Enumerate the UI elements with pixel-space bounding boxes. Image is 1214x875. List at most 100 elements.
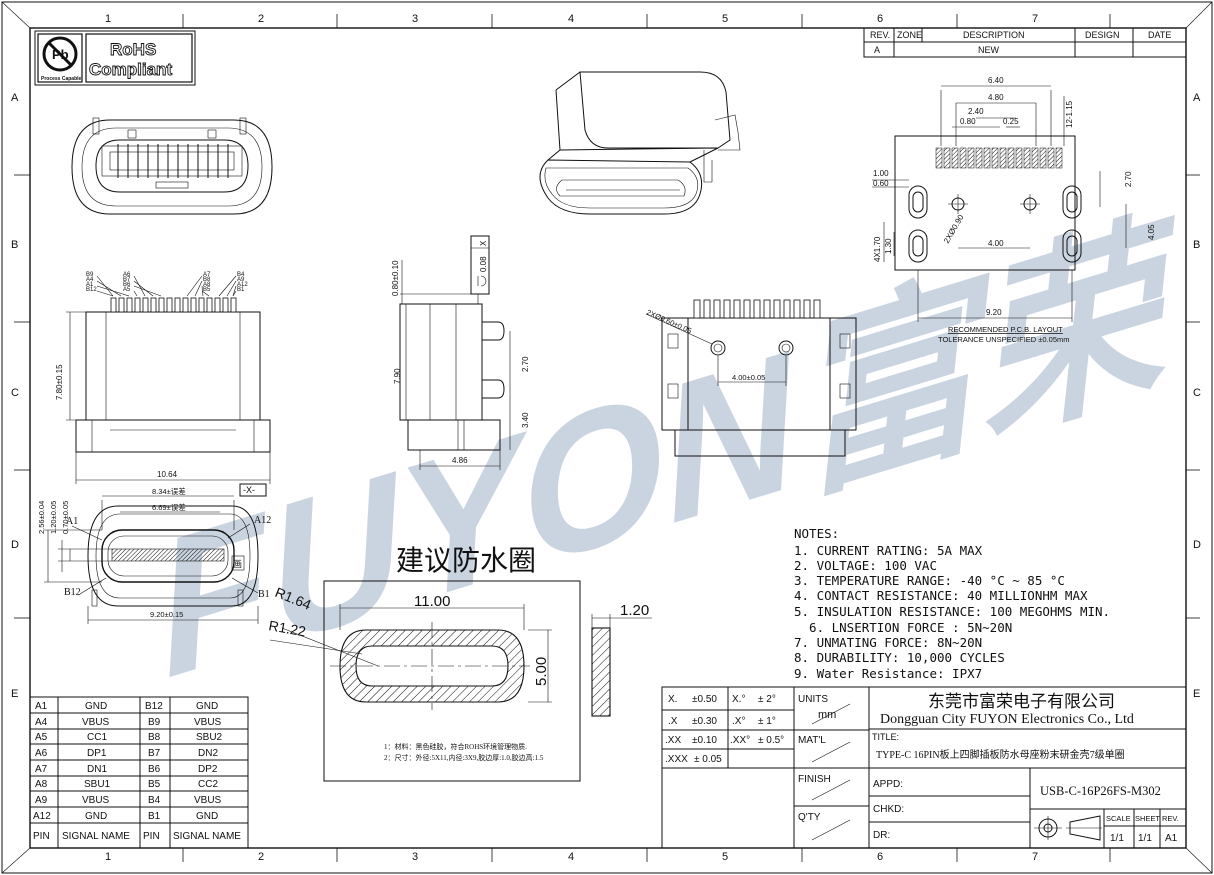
pin-table: A1 GND B12 GND A4 VBUS B9 VBUS A5 CC1 B8… (29, 696, 249, 849)
tol-r0-c1: ±0.50 (692, 694, 717, 705)
tol-r3-c1: ± 0.05 (694, 754, 722, 765)
seal-dim-length: 11.00 (414, 593, 450, 610)
zone-grid: 1 2 3 4 5 6 7 1 2 3 4 5 6 7 A B C D E A … (11, 13, 1201, 863)
zone-row-e-right: E (1193, 688, 1200, 700)
notes: NOTES: 1. CURRENT RATING: 5A MAX 2. VOLT… (794, 526, 1110, 681)
side-dim-790: 7.90 (393, 368, 402, 384)
pcb-dim-400: 4.00 (988, 239, 1004, 248)
top-datum-x: -X- (243, 485, 255, 495)
rohs-badge-text: Process Capable (41, 76, 82, 82)
units-label: UNITS (798, 694, 828, 705)
pcb-layout: 6.40 4.80 2.40 0.80 0.25 12-1.15 1.00 0.… (872, 76, 1156, 344)
tol-r0-c2: X.° (732, 694, 745, 705)
front-pin-b1: B1 (237, 287, 245, 293)
pin-r2-c3: SBU2 (196, 732, 223, 743)
third-angle-projection-icon (1034, 815, 1102, 841)
note-5: 5. INSULATION RESISTANCE: 100 MEGOHMS MI… (794, 604, 1110, 619)
pin-r0-c2: B12 (145, 701, 163, 712)
scale-label: SCALE (1106, 814, 1131, 823)
tol-r0-c0: X. (668, 694, 677, 705)
seal-dim-height: 5.00 (533, 657, 550, 686)
top-view: 画 8.34±误差 6.69±误差 -X- 2.56±0.04 1.20±0.0… (37, 483, 271, 624)
front-pin-a6: A6 (123, 272, 131, 278)
note-4: 4. CONTACT RESISTANCE: 40 MILLIONHM MAX (794, 588, 1088, 603)
pin-r5-c1: SBU1 (84, 779, 111, 790)
pin-header-pin-2: PIN (143, 831, 160, 842)
pin-r0-c0: A1 (35, 701, 48, 712)
finish-label: FINISH (798, 774, 831, 785)
pin-r3-c2: B7 (148, 748, 161, 759)
front-pin-a5: A5 (123, 287, 131, 293)
top-label-b12: B12 (64, 587, 81, 598)
pin-r1-c0: A4 (35, 717, 48, 728)
zone-row-a-left: A (11, 92, 19, 104)
zone-col-6-top: 6 (877, 13, 883, 25)
tol-r2-c2: .XX° (730, 735, 750, 746)
seal-note-1: 1：材料：黑色硅胶，符合ROHS环境管理物质. (384, 742, 527, 751)
seal-note-2: 2：尺寸：外径:5X11,内径:3X9,胶边厚:1.0,胶边高:1.5 (384, 753, 544, 762)
rohs-label-line2: Compliant (89, 60, 172, 79)
pin-r7-c0: A12 (33, 811, 51, 822)
top-dim-669: 6.69±误差 (152, 502, 186, 512)
pcb-tolerance: TOLERANCE UNSPECIFIED ±0.05mm (938, 335, 1070, 344)
front-pin-b6: B6 (123, 282, 131, 288)
front-pin-a12: A12 (237, 282, 248, 288)
bottom-dim-pitch: 4.00±0.05 (732, 373, 765, 382)
tol-r2-c0: .XX (665, 735, 681, 746)
zone-col-2-bottom: 2 (258, 851, 264, 863)
rev-label: REV. (1162, 814, 1179, 823)
qty-label: Q'TY (798, 812, 821, 823)
zone-row-c-right: C (1193, 387, 1201, 399)
front-pin-b8: B8 (203, 277, 211, 283)
connector-3d-view (539, 71, 741, 215)
rev-row-rev: A (874, 45, 880, 55)
note-8: 8. DURABILITY: 10,000 CYCLES (794, 650, 1005, 665)
top-label-a12: A12 (254, 515, 271, 526)
rohs-label-line1: RoHS (110, 40, 156, 59)
top-dim-120: 1.20±0.05 (49, 501, 58, 534)
pin-r6-c3: VBUS (194, 795, 222, 806)
zone-col-3-top: 3 (412, 13, 418, 25)
pin-r5-c3: CC2 (198, 779, 218, 790)
pcb-caption: RECOMMENDED P.C.B. LAYOUT (948, 325, 1063, 334)
pin-r4-c3: DP2 (198, 764, 218, 775)
svg-text:Pb: Pb (52, 47, 69, 62)
zone-row-b-right: B (1193, 239, 1200, 251)
note-1: 1. CURRENT RATING: 5A MAX (794, 543, 983, 558)
pcb-dim-405: 4.05 (1147, 224, 1156, 240)
zone-row-a-right: A (1193, 92, 1201, 104)
tol-r1-c3: ± 1° (758, 716, 776, 727)
seal-drawing: 建议防水圈 11.00 5.00 1.20 R1.64 R1.22 1：材料：黑… (267, 544, 652, 782)
top-label-a1: A1 (66, 516, 78, 527)
zone-row-b-left: B (11, 239, 18, 251)
rev-header-rev: REV. (870, 30, 890, 40)
pin-r0-c3: GND (196, 701, 218, 712)
zone-row-c-left: C (11, 387, 19, 399)
tol-r2-c3: ± 0.5° (758, 735, 784, 746)
zone-col-1-bottom: 1 (105, 851, 111, 863)
top-dim-256: 2.56±0.04 (37, 501, 46, 534)
zone-row-d-left: D (11, 539, 19, 551)
pin-r6-c2: B4 (148, 795, 161, 806)
pin-r4-c1: DN1 (87, 764, 107, 775)
zone-col-5-bottom: 5 (722, 851, 728, 863)
pin-r0-c1: GND (85, 701, 107, 712)
pcb-dim-060: 0.60 (873, 179, 889, 188)
front-pin-b7: B7 (123, 277, 131, 283)
pcb-dim-080: 0.80 (960, 117, 976, 126)
chkd-label: CHKD: (873, 804, 904, 815)
zone-col-7-bottom: 7 (1032, 851, 1038, 863)
part-number: USB-C-16P26FS-M302 (1040, 784, 1161, 798)
pin-header-signal-1: SIGNAL NAME (62, 831, 130, 842)
pin-r4-c0: A7 (35, 764, 48, 775)
rev-header-date: DATE (1148, 30, 1171, 40)
flatness-icon (480, 275, 487, 287)
pcb-dim-100: 1.00 (873, 169, 889, 178)
rev-header-zone: ZONE (897, 30, 922, 40)
zone-col-4-bottom: 4 (568, 851, 574, 863)
front-pin-a7: A7 (203, 272, 211, 278)
revision-table: REV. ZONE DESCRIPTION DESIGN DATE A NEW (863, 27, 1187, 58)
zone-row-d-right: D (1193, 539, 1201, 551)
note-9: 9. Water Resistance: IPX7 (794, 666, 982, 681)
pcb-dim-130: 1.30 (884, 238, 893, 254)
